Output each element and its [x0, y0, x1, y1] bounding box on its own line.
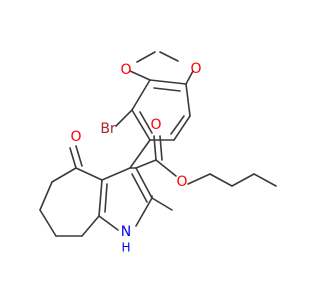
oxygen-label-dioxole-right: O — [190, 61, 201, 77]
ketone-bond-2 — [75, 145, 83, 167]
ketone-oxygen-label: O — [70, 129, 81, 145]
structure-drawing: O O Br O O O N H — [39, 51, 277, 255]
methyl-bond — [151, 197, 173, 211]
ester-oxygen-label: O — [176, 174, 187, 190]
cyclohexenone-ring — [39, 167, 103, 237]
dioxole-ring — [129, 51, 194, 85]
dihydropyridine-ring — [98, 167, 153, 231]
bromine-label: Br — [100, 121, 116, 137]
carbonyl-oxygen-label: O — [150, 117, 161, 133]
oxygen-label-dioxole-left: O — [120, 62, 131, 78]
aryl-c4-bond — [129, 139, 151, 169]
ketone-bond-1 — [69, 147, 77, 169]
ester-group — [135, 135, 177, 199]
benzodioxole-ring — [131, 79, 191, 141]
butyl-chain — [187, 173, 277, 187]
nitrogen-label: N — [121, 224, 131, 240]
nitrogen-hydrogen-label: H — [121, 241, 130, 255]
c-br-bond — [115, 109, 133, 127]
molecule-canvas: O O Br O O O N H — [39, 51, 277, 255]
